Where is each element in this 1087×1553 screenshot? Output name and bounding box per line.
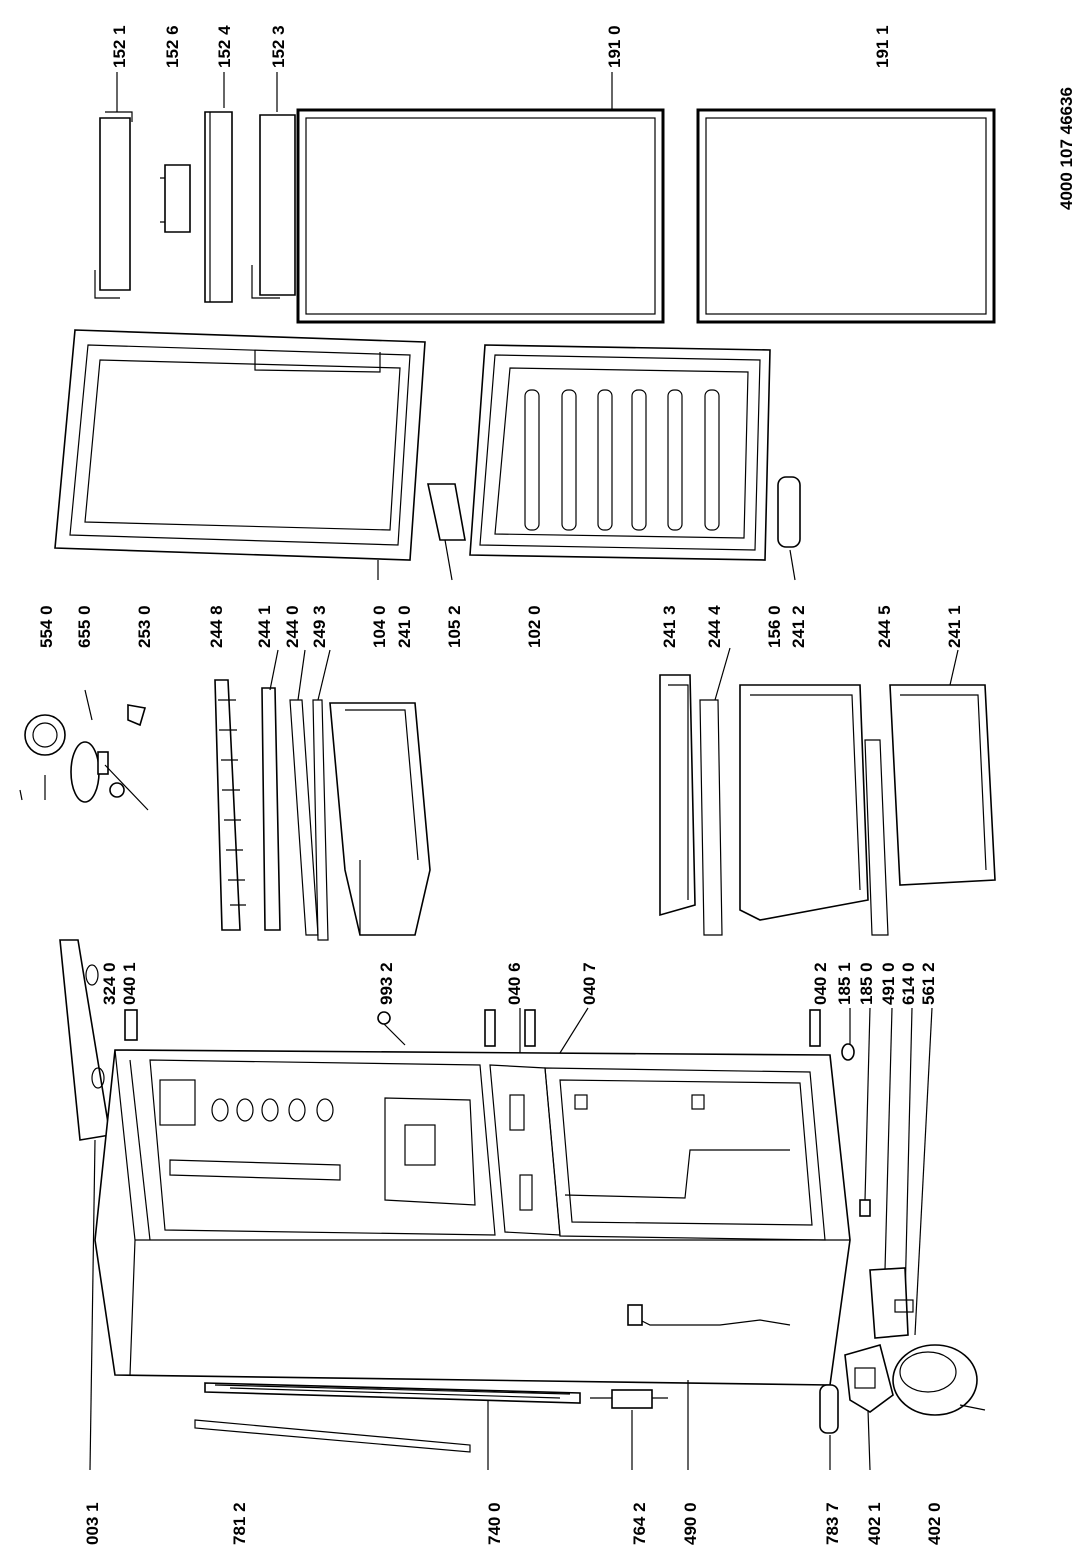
label-241-3: 241 3	[660, 605, 679, 648]
cabinet-003-1	[94, 1049, 851, 1386]
label-402-0: 402 0	[925, 1502, 944, 1545]
sensor-185-0	[859, 1199, 871, 1217]
label-249-3: 249 3	[310, 605, 329, 648]
freezer-drawer-241-2	[739, 684, 869, 921]
label-244-1: 244 1	[255, 605, 274, 648]
label-324-0: 324 0	[100, 962, 119, 1005]
door-shelf-152-6	[160, 164, 191, 233]
crisper-cover-249-3	[312, 699, 329, 941]
thermostat-parts	[19, 689, 147, 803]
label-105-2: 105 2	[445, 605, 464, 648]
document-number: 4000 107 46636	[1057, 87, 1076, 210]
freezer-plate-244-4	[699, 699, 723, 936]
door-gasket-191-0	[296, 108, 665, 324]
label-241-0: 241 0	[395, 605, 414, 648]
label-244-4: 244 4	[705, 605, 724, 648]
label-490-0: 490 0	[681, 1502, 700, 1545]
label-040-2: 040 2	[811, 962, 830, 1005]
label-102-0: 102 0	[525, 605, 544, 648]
label-003-1: 003 1	[83, 1502, 102, 1545]
label-152-1: 152 1	[110, 25, 129, 68]
filter-764-2	[590, 1389, 668, 1409]
brackets-040-6-7	[484, 1009, 821, 1047]
label-783-7: 783 7	[823, 1502, 842, 1545]
label-040-1: 040 1	[120, 962, 139, 1005]
freezer-drawer-241-1	[889, 684, 996, 886]
label-764-2: 764 2	[630, 1502, 649, 1545]
door-shelf-152-1	[94, 111, 133, 299]
label-244-5: 244 5	[875, 605, 894, 648]
wire-shelf-244-8	[214, 679, 246, 931]
label-244-0: 244 0	[283, 605, 302, 648]
label-554-0: 554 0	[37, 605, 56, 648]
compressor-box-402-1	[844, 1344, 894, 1413]
freezer-door-102-0	[469, 344, 771, 561]
label-253-0: 253 0	[135, 605, 154, 648]
label-244-8: 244 8	[207, 605, 226, 648]
label-655-0: 655 0	[75, 605, 94, 648]
label-491-0: 491 0	[879, 962, 898, 1005]
label-152-4: 152 4	[215, 25, 234, 68]
label-561-2: 561 2	[919, 962, 938, 1005]
relay-783-7	[819, 1384, 839, 1434]
label-191-1: 191 1	[873, 25, 892, 68]
label-185-0: 185 0	[857, 962, 876, 1005]
label-993-2: 993 2	[377, 962, 396, 1005]
condenser-740-0	[204, 1382, 581, 1404]
bracket-040-1	[124, 1009, 138, 1041]
freezer-drawer-241-3	[659, 674, 696, 917]
lamp-185-1	[841, 1043, 855, 1061]
door-shelf-152-3	[251, 114, 296, 299]
label-040-6: 040 6	[505, 962, 524, 1005]
part-993-2	[377, 1011, 406, 1046]
label-104-0: 104 0	[370, 605, 389, 648]
label-614-0: 614 0	[899, 962, 918, 1005]
label-152-6: 152 6	[163, 25, 182, 68]
label-781-2: 781 2	[230, 1502, 249, 1545]
label-740-0: 740 0	[485, 1502, 504, 1545]
tube-781-2	[194, 1419, 471, 1453]
freezer-plate-244-5	[864, 739, 889, 936]
door-shelf-152-4	[204, 111, 233, 303]
label-241-1: 241 1	[945, 605, 964, 648]
thermostat-box-491-0	[869, 1267, 914, 1339]
fridge-door-104-0	[54, 329, 426, 561]
label-152-3: 152 3	[269, 25, 288, 68]
label-402-1: 402 1	[865, 1502, 884, 1545]
glass-shelf-244-1	[261, 687, 281, 931]
label-191-0: 191 0	[605, 25, 624, 68]
label-241-2: 241 2	[789, 605, 808, 648]
crisper-drawer	[329, 702, 431, 936]
label-185-1: 185 1	[835, 962, 854, 1005]
hinge-105-2	[427, 483, 466, 541]
handle-156-0	[777, 476, 801, 548]
label-040-7: 040 7	[580, 962, 599, 1005]
label-156-0: 156 0	[765, 605, 784, 648]
door-gasket-191-1	[696, 108, 996, 324]
compressor-402-0	[892, 1344, 986, 1416]
